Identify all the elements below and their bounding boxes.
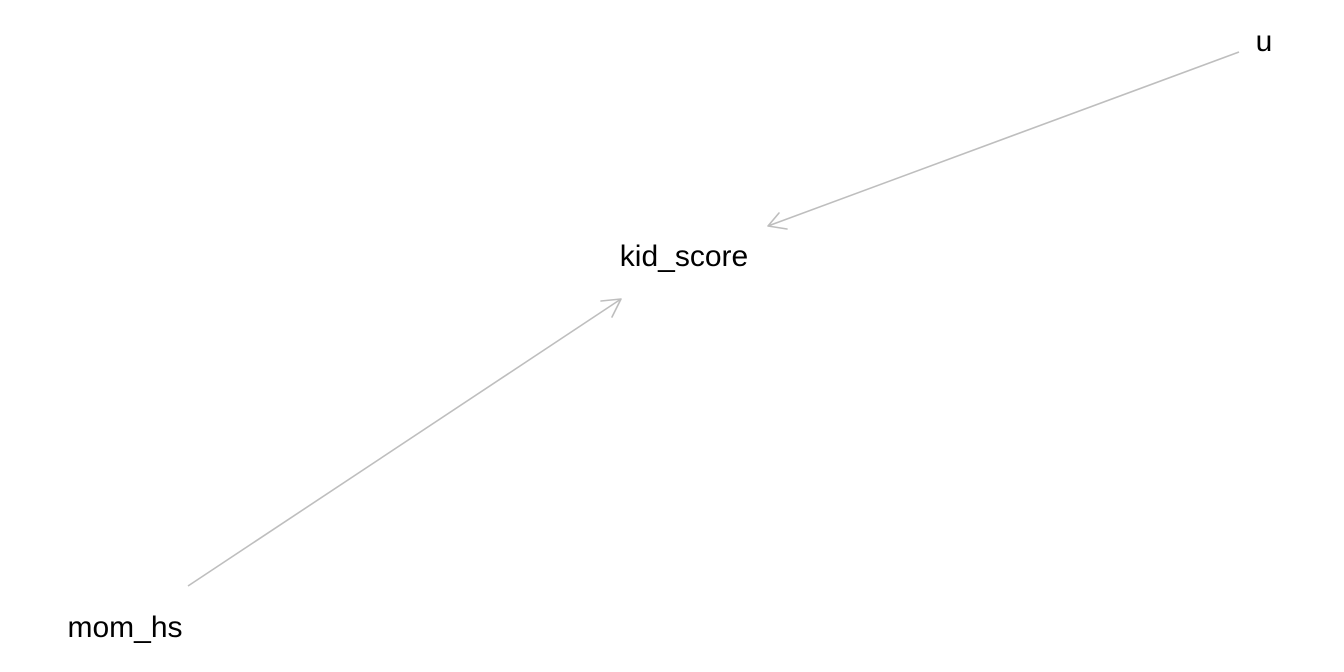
edge-mom-hs-to-kid-score-line	[187, 298, 622, 587]
edge-u-to-kid-score-arrowhead	[767, 212, 788, 230]
edge-mom-hs-to-kid-score	[187, 298, 622, 587]
nodes-layer: u kid_score mom_hs	[67, 25, 1272, 644]
edge-u-to-kid-score-line	[767, 51, 1240, 227]
node-kid-score-label: kid_score	[620, 240, 748, 273]
node-u-label: u	[1256, 25, 1273, 58]
edge-mom-hs-to-kid-score-arrowhead	[600, 298, 622, 318]
edges-layer	[187, 51, 1240, 587]
node-mom-hs-label: mom_hs	[67, 611, 182, 644]
edge-u-to-kid-score	[767, 51, 1240, 230]
